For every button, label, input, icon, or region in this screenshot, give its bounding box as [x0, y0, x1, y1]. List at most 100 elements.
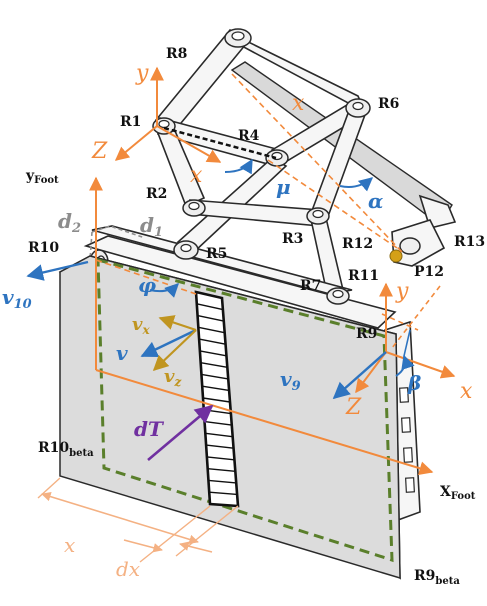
foot-x-axis	[95, 369, 434, 476]
dashed-line-r9	[381, 313, 419, 331]
joint-r2	[182, 199, 206, 217]
upper-z-axis	[114, 125, 158, 161]
joint-r5	[173, 240, 199, 260]
joint-r1	[152, 117, 176, 135]
upper-x-axis	[156, 125, 222, 163]
foot-top-edge	[83, 235, 397, 329]
label-r5: R5	[206, 246, 227, 262]
dashed-line-r4-r12	[267, 159, 401, 251]
axis-labels: y Z x x yFoot XFoot y x Z	[25, 61, 476, 502]
label-r4: R4	[238, 128, 260, 144]
joint-labels: R8 R6 R1 R4 R2 R3 R5 R12 R13 P12 R11 R7 …	[28, 46, 485, 342]
label-dashed-x: x	[292, 91, 305, 116]
dashed-line-right	[391, 285, 441, 349]
label-mu: μ	[276, 175, 291, 199]
strip-rung	[200, 361, 228, 369]
label-d2: d2	[58, 209, 81, 236]
label-y-foot: yFoot	[25, 168, 59, 186]
joint-r3	[306, 207, 330, 225]
strip-rung	[208, 479, 237, 484]
label-p12: P12	[414, 264, 444, 280]
label-r6: R6	[378, 96, 399, 112]
mu-arc	[224, 158, 253, 175]
label-r10: R10	[28, 240, 59, 256]
label-upper-x: x	[190, 163, 203, 188]
strip-rung	[202, 385, 230, 392]
label-phi: φ	[138, 273, 156, 297]
label-r11: R11	[348, 268, 379, 284]
linkage-mechanism	[83, 28, 457, 522]
contact-region-outline	[96, 258, 394, 563]
label-beta: β	[407, 371, 421, 395]
flange-slot-4	[405, 477, 415, 493]
label-v9: v9	[280, 367, 301, 394]
orange-lines	[89, 66, 456, 476]
label-right-y: y	[395, 279, 409, 304]
vz-arrow	[152, 329, 197, 372]
strip-rung	[205, 432, 233, 438]
dashed-line-r10-strip	[95, 259, 197, 295]
label-upper-y: y	[135, 61, 149, 86]
x-dimension	[41, 491, 199, 545]
r1-r4-dashed-line	[163, 126, 277, 160]
flange-slot-2	[401, 417, 411, 433]
v-arrow	[140, 328, 197, 358]
dim-ext-mid	[139, 505, 211, 563]
strip-rung	[202, 397, 231, 403]
dx-arrow-right	[179, 541, 213, 553]
strip-rung	[209, 491, 238, 496]
phi-arc	[149, 283, 179, 298]
label-alpha: α	[368, 189, 383, 213]
label-r8: R8	[166, 46, 187, 62]
joint-r8	[224, 28, 252, 48]
label-r10beta: R10beta	[38, 440, 94, 459]
joint-r6	[345, 98, 371, 118]
label-r12: R12	[342, 236, 373, 252]
label-dT: dT	[134, 417, 165, 441]
v10-arrow	[26, 260, 89, 281]
strip-rung	[196, 303, 224, 311]
vectors	[26, 260, 387, 461]
strip-rung	[206, 444, 234, 449]
vx-arrow	[158, 315, 197, 332]
velocity-labels: v10 v vx vz v9 dT	[2, 285, 301, 441]
angle-arcs	[149, 158, 415, 377]
label-right-z: Z	[345, 395, 362, 420]
label-r9: R9	[356, 326, 377, 342]
joint-r7	[326, 287, 350, 305]
label-dx: dx	[116, 557, 140, 581]
label-r3: R3	[282, 231, 303, 247]
beta-arc	[395, 354, 415, 377]
label-v: v	[116, 341, 128, 365]
label-x-foot: XFoot	[440, 484, 476, 502]
joint-r4	[265, 149, 289, 167]
strip-rung	[206, 456, 235, 461]
corner-labels: R10beta R9beta	[38, 440, 460, 587]
dimension-labels: d2 d1 x dx	[58, 209, 163, 581]
dT-arrow	[147, 404, 214, 461]
strip-rung	[198, 326, 225, 334]
label-upper-z: Z	[91, 139, 108, 164]
label-x-dim: x	[64, 533, 75, 557]
d-dimension-guide	[91, 225, 146, 239]
label-vz: vz	[164, 366, 182, 389]
strip-rung	[207, 467, 236, 473]
right-x-axis	[385, 351, 456, 379]
beta-ref-line	[403, 329, 411, 357]
label-r7: R7	[300, 278, 321, 294]
flange-slot-1	[399, 387, 409, 403]
label-r9beta: R9beta	[414, 568, 460, 587]
strip-rung	[201, 373, 229, 380]
right-z-axis	[355, 351, 387, 394]
strip-rung	[197, 314, 224, 322]
v9-arrow	[332, 351, 387, 400]
strip-rung	[199, 350, 227, 357]
flange-slot-3	[403, 447, 413, 463]
dim-ext-left	[37, 477, 61, 499]
angle-labels: μ α φ β	[138, 175, 421, 395]
dashed-line-r8-r12	[231, 73, 403, 253]
label-d1: d1	[140, 213, 163, 240]
label-r1: R1	[120, 114, 141, 130]
joint-r12	[399, 237, 421, 255]
